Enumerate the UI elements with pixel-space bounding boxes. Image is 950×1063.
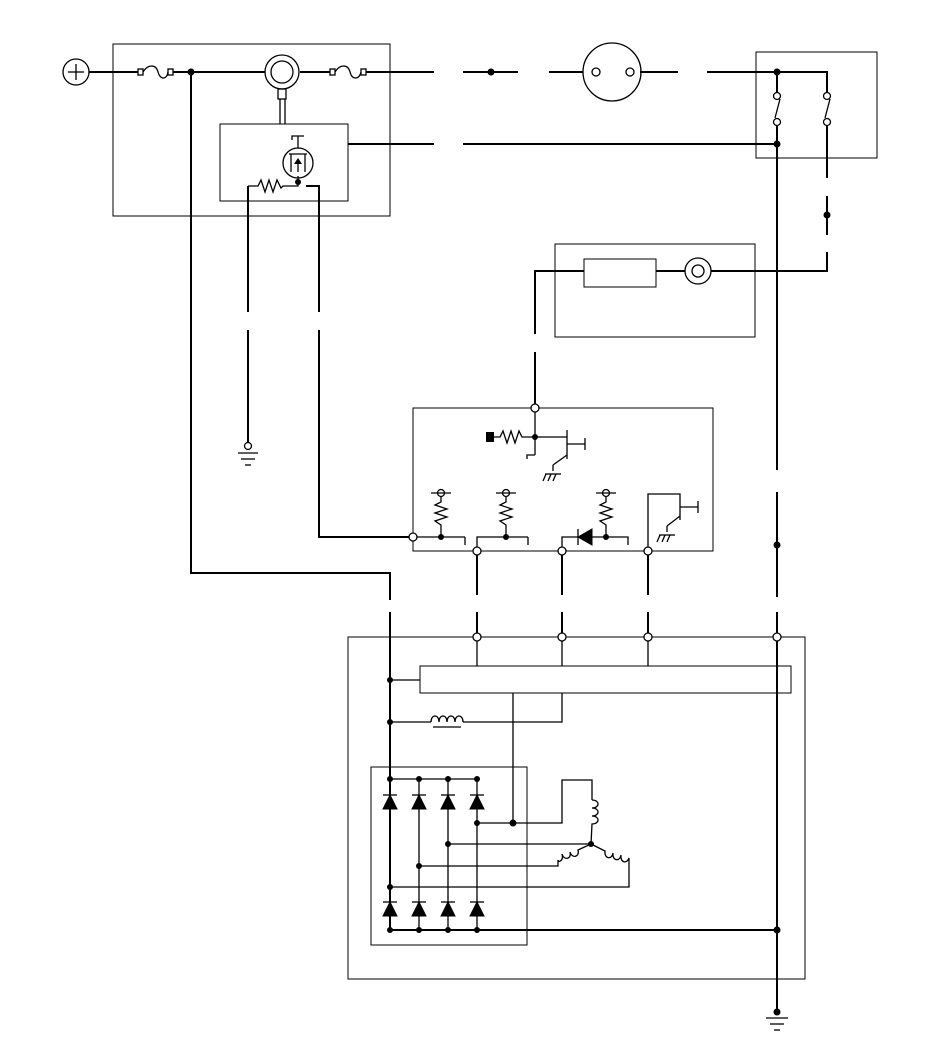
diode-symbol — [576, 528, 593, 546]
ground-symbol — [542, 473, 561, 482]
stator-phase-wire — [419, 860, 559, 867]
module-wire — [526, 454, 535, 459]
splice-point — [387, 927, 393, 933]
transistor-symbol — [552, 430, 586, 471]
voltage-regulator-block — [419, 665, 792, 694]
transistor-symbol — [647, 493, 699, 547]
signal-wire — [318, 330, 410, 538]
lamp-feed-wire — [534, 270, 584, 334]
splice-point — [773, 926, 781, 934]
diode-symbol — [440, 793, 456, 810]
control-module-outline — [412, 407, 714, 552]
coil-symbol — [557, 843, 592, 862]
transistor-symbol — [282, 135, 314, 179]
diode-symbol — [411, 793, 427, 810]
ground-symbol — [656, 534, 675, 543]
connector-terminal-symbol — [772, 632, 782, 642]
connector-pin — [486, 432, 494, 442]
relay-box-outline — [755, 51, 878, 159]
splice-point — [503, 534, 509, 540]
module-wire — [592, 536, 629, 545]
resistor-symbol — [494, 428, 567, 446]
splice-point — [387, 677, 393, 683]
splice-point — [474, 927, 480, 933]
connector-terminal-symbol — [643, 632, 653, 642]
splice-point — [445, 927, 451, 933]
splice-point — [387, 776, 393, 782]
diode-symbol — [440, 900, 456, 917]
indicator-module-outline — [554, 243, 756, 338]
connector-terminal-symbol — [408, 532, 418, 542]
sensor-module-outline — [219, 123, 349, 202]
signal-wire — [306, 185, 320, 312]
connector-terminal-symbol — [557, 632, 567, 642]
ground-symbol — [766, 1017, 788, 1031]
relay-contact-symbol — [772, 72, 782, 144]
splice-point — [438, 534, 444, 540]
module-wire — [561, 536, 578, 551]
resistor-symbol — [431, 488, 451, 537]
lamp-symbol — [684, 257, 712, 285]
splice-point — [487, 68, 495, 76]
coil-symbol — [590, 843, 630, 868]
diode-symbol — [411, 900, 427, 917]
coil-symbol — [590, 799, 599, 845]
diode-symbol — [469, 900, 485, 917]
b-terminal-wire — [190, 72, 391, 600]
resistor-symbol — [248, 176, 299, 195]
resistor-symbol — [596, 488, 616, 537]
relay-contact-symbol — [822, 72, 832, 178]
connector-terminal-symbol — [530, 403, 540, 413]
diode-symbol — [382, 793, 398, 810]
splice-point — [474, 776, 480, 782]
diode-symbol — [382, 900, 398, 917]
field-wire — [463, 693, 563, 723]
ring-terminal-symbol — [264, 54, 300, 124]
splice-point — [773, 1008, 781, 1016]
ground-symbol — [238, 452, 258, 466]
resistor-block — [583, 258, 657, 288]
connector-terminal-symbol — [472, 546, 482, 556]
splice-point — [773, 541, 781, 549]
diode-column — [389, 779, 478, 930]
splice-point — [416, 927, 422, 933]
splice-point — [823, 211, 831, 219]
connector-terminal-symbol — [472, 632, 482, 642]
lamp-symbol — [582, 42, 642, 102]
stator-phase-wire — [390, 868, 630, 888]
alternator-outline — [347, 636, 806, 980]
module-wire — [476, 536, 528, 551]
fuse-symbol — [137, 65, 174, 79]
fuse-symbol — [329, 65, 367, 79]
connector-terminal-symbol — [243, 441, 253, 451]
battery-positive-symbol — [62, 58, 90, 86]
relay-output-wire — [711, 252, 828, 272]
splice-point — [603, 534, 609, 540]
rectifier-outline — [370, 766, 528, 946]
splice-point — [416, 776, 422, 782]
splice-point — [445, 776, 451, 782]
connector-terminal-symbol — [557, 546, 567, 556]
stator-phase-wire — [477, 779, 593, 824]
splice-point — [387, 719, 393, 725]
coil-symbol — [430, 715, 464, 728]
diode-symbol — [469, 793, 485, 810]
fuse-box-outline — [112, 43, 391, 217]
connector-terminal-symbol — [643, 546, 653, 556]
resistor-symbol — [496, 488, 516, 537]
